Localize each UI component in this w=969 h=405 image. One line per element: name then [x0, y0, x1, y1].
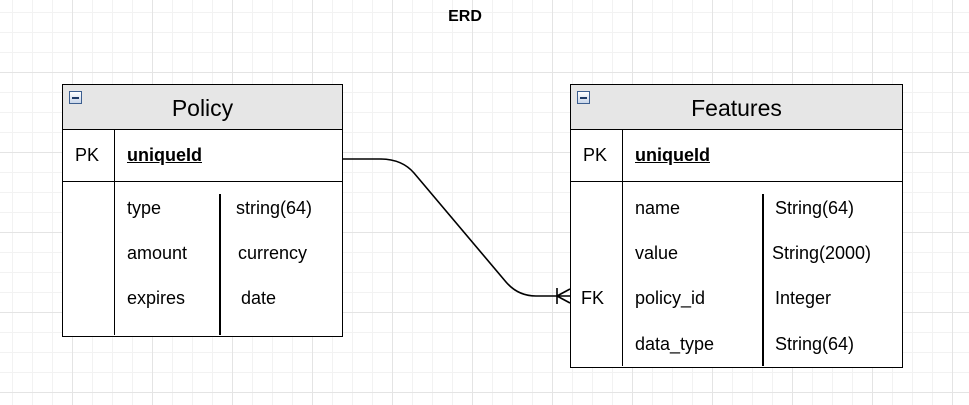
features-entity-name: Features [691, 95, 782, 121]
features-pk-field: uniqueId [635, 145, 710, 165]
features-field-type: Integer [775, 288, 832, 308]
pk-label: PK [75, 145, 100, 165]
features-entity[interactable]: Features PK uniqueId FK name String(64) … [570, 84, 903, 368]
features-key-column: FK [571, 182, 623, 366]
features-field-type: String(2000) [772, 243, 872, 263]
policy-entity-name: Policy [171, 95, 234, 121]
policy-fields: type string(64) amount currency expires … [63, 182, 342, 335]
features-field-name: name [635, 198, 681, 218]
policy-field-name: type [127, 198, 162, 218]
policy-field-type: date [241, 288, 277, 308]
features-field-type: String(64) [775, 198, 855, 218]
relationship-line[interactable] [343, 158, 570, 297]
policy-field-name: amount [127, 243, 188, 263]
features-field-type: String(64) [775, 334, 855, 354]
pk-label: PK [583, 145, 608, 165]
collapse-icon[interactable] [69, 91, 82, 104]
policy-key-column [63, 182, 115, 335]
features-field-name: data_type [635, 334, 715, 354]
features-field-name: policy_id [635, 288, 706, 308]
policy-pk-row[interactable]: PK uniqueId [63, 130, 342, 182]
features-entity-header[interactable]: Features [571, 85, 902, 130]
policy-field-name: expires [127, 288, 186, 308]
policy-field-type: currency [238, 243, 308, 263]
policy-pk-key-cell: PK [63, 130, 115, 181]
policy-entity[interactable]: Policy PK uniqueId type string(64) amoun… [62, 84, 343, 337]
collapse-icon[interactable] [577, 91, 590, 104]
features-fields: FK name String(64) value String(2000) po… [571, 182, 902, 366]
features-pk-key-cell: PK [571, 130, 623, 181]
features-pk-row[interactable]: PK uniqueId [571, 130, 902, 182]
features-field-name: value [635, 243, 679, 263]
policy-pk-field: uniqueId [127, 145, 202, 165]
policy-entity-header[interactable]: Policy [63, 85, 342, 130]
policy-field-type: string(64) [236, 198, 313, 218]
diagram-title: ERD [448, 8, 482, 25]
fk-label: FK [581, 288, 605, 308]
features-type-divider [762, 194, 764, 366]
policy-type-divider [219, 194, 221, 335]
crows-foot-many-icon [556, 288, 571, 304]
